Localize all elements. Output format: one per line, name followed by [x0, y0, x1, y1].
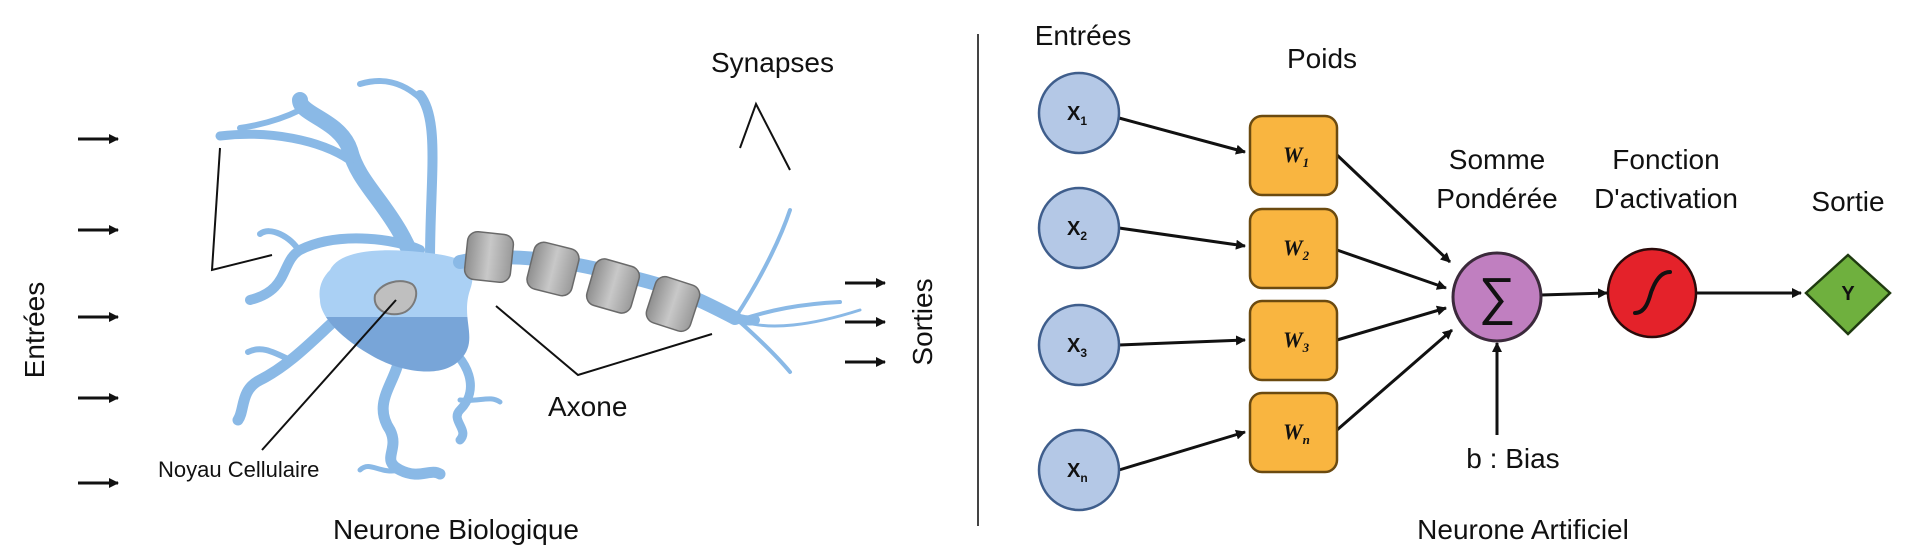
output-symbol: Y	[1841, 283, 1855, 305]
svg-text:X1: X1	[1067, 103, 1087, 128]
arrow-x1-w1	[1118, 116, 1246, 155]
input-to-weight-arrows	[1118, 116, 1246, 472]
input-sub: 3	[1080, 346, 1087, 360]
bio-pointer-lines	[210, 101, 791, 451]
svg-text:X3: X3	[1067, 335, 1087, 360]
input-node-2: X2	[1037, 186, 1121, 270]
myelin-sheath-2	[526, 241, 580, 297]
weight-box-2: W2	[1248, 207, 1339, 290]
output-node: Y	[1804, 253, 1892, 336]
output-diamond	[1804, 253, 1892, 336]
weight-sub: 1	[1303, 155, 1310, 170]
sigma-icon: ∑	[1478, 268, 1515, 326]
neuron-illustration	[215, 77, 862, 480]
dendrites-shape	[215, 77, 503, 480]
nucleus-label: Noyau Cellulaire	[158, 457, 319, 482]
sigmoid-icon	[1633, 270, 1672, 315]
arrow-wn-sum	[1336, 328, 1453, 432]
dendrides-pointer	[210, 147, 273, 272]
weight-box-rect	[1248, 207, 1339, 290]
synapses-pointer	[739, 101, 791, 171]
input-sub: 2	[1080, 229, 1087, 243]
synapses-label: Synapses	[711, 47, 834, 78]
bio-inputs-label: Entrées	[19, 282, 50, 379]
activation-node	[1606, 247, 1698, 339]
input-base: X	[1067, 218, 1081, 240]
sum-node-circle	[1451, 251, 1543, 343]
input-node-3: X3	[1037, 303, 1121, 387]
input-base: X	[1067, 103, 1081, 125]
svg-text:W2: W2	[1283, 235, 1310, 263]
input-sub: 1	[1080, 114, 1087, 128]
input-node-circle	[1037, 71, 1121, 155]
input-node-circle	[1037, 303, 1121, 387]
weight-box-n: Wn	[1248, 391, 1339, 474]
arrow-sum-activation	[1540, 288, 1608, 299]
weight-box-rect	[1248, 114, 1339, 197]
svg-text:W3: W3	[1283, 327, 1310, 355]
input-node-n: Xn	[1037, 428, 1121, 512]
weights-label: Poids	[1287, 43, 1357, 74]
arrow-w3-sum	[1336, 305, 1447, 342]
weight-base: W	[1283, 235, 1304, 260]
nucleus-pointer	[261, 299, 397, 451]
bio-outputs-label: Sorties	[907, 278, 938, 365]
weight-base: W	[1283, 142, 1304, 167]
axone-label: Axone	[548, 391, 627, 422]
input-node-1: X1	[1037, 71, 1121, 155]
sum-label-line2: Pondérée	[1436, 183, 1557, 214]
axon-terminals	[715, 208, 862, 374]
weight-box-1: W1	[1248, 114, 1339, 197]
input-node-circle	[1037, 186, 1121, 270]
svg-text:X2: X2	[1067, 218, 1087, 243]
input-base: X	[1067, 335, 1081, 357]
input-node-circle	[1037, 428, 1121, 512]
myelin-sheaths	[463, 230, 701, 333]
svg-text:W1: W1	[1283, 142, 1309, 170]
weight-to-sum-arrows	[1335, 153, 1453, 432]
weight-sub: 2	[1302, 248, 1310, 263]
activation-label-line2: D'activation	[1594, 183, 1738, 214]
artificial-neuron-panel: Entrées Poids Somme Pondérée Fonction D'…	[1035, 20, 1892, 545]
bio-output-arrows	[845, 278, 886, 367]
output-label: Sortie	[1811, 186, 1884, 217]
sum-node: ∑	[1451, 251, 1543, 343]
art-title: Neurone Artificiel	[1417, 514, 1629, 545]
arrow-w2-sum	[1336, 248, 1447, 290]
weight-base: W	[1283, 327, 1304, 352]
weight-sub: 3	[1302, 340, 1310, 355]
weight-box-3: W3	[1248, 299, 1339, 382]
arrow-xn-wn	[1118, 429, 1246, 472]
bio-title: Neurone Biologique	[333, 514, 579, 545]
svg-text:Xn: Xn	[1067, 460, 1088, 485]
weight-box-rect	[1248, 391, 1339, 474]
activation-label-line1: Fonction	[1612, 144, 1719, 175]
art-inputs-label: Entrées	[1035, 20, 1132, 51]
axone-pointer	[495, 305, 713, 377]
myelin-sheath-1	[463, 230, 515, 284]
myelin-sheath-4	[645, 275, 701, 333]
weight-sub: n	[1303, 432, 1310, 447]
arrow-x3-w3	[1118, 335, 1246, 347]
biological-neuron-panel: Entrées	[19, 47, 938, 545]
arrow-x2-w2	[1118, 226, 1246, 250]
weight-base: W	[1283, 419, 1304, 444]
bio-input-arrows	[78, 134, 119, 488]
arrow-w1-sum	[1335, 153, 1452, 264]
sum-label-line1: Somme	[1449, 144, 1545, 175]
input-sub: n	[1080, 471, 1087, 485]
bias-label: b : Bias	[1466, 443, 1559, 474]
svg-text:Wn: Wn	[1283, 419, 1310, 447]
myelin-sheath-3	[585, 258, 641, 314]
weight-box-rect	[1248, 299, 1339, 382]
input-base: X	[1067, 460, 1081, 482]
